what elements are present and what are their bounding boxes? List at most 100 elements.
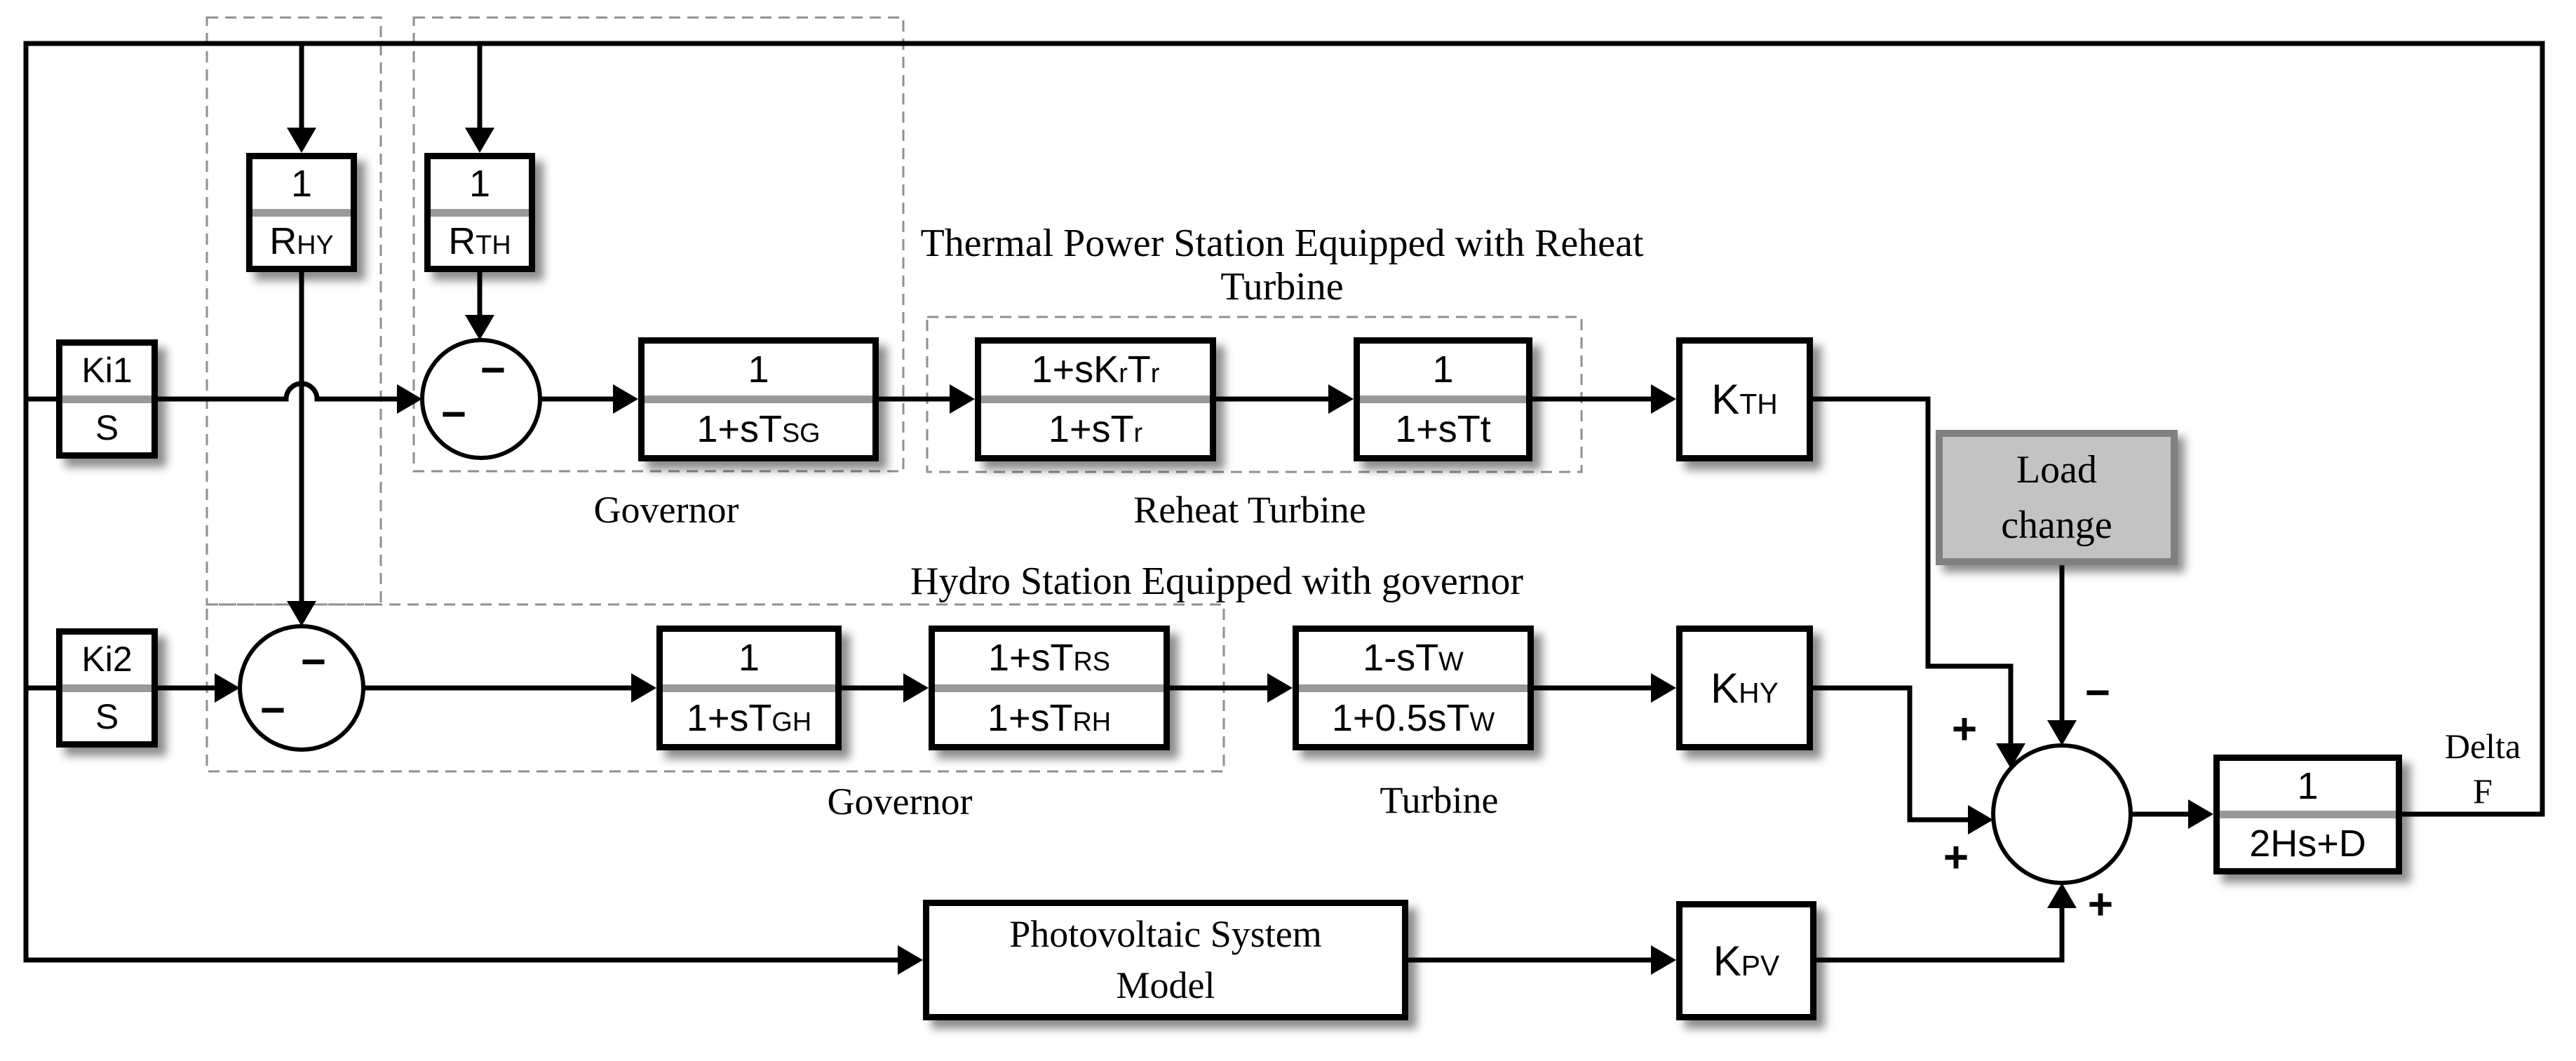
numerator: Ki2 bbox=[81, 640, 133, 680]
block-ki2-integrator: Ki2 S bbox=[56, 628, 158, 748]
arrowhead bbox=[1651, 945, 1676, 975]
denominator: S bbox=[95, 696, 119, 736]
block-hydro-governor-2: 1+sTRS 1+sTRH bbox=[929, 626, 1170, 750]
gain-label: KPV bbox=[1713, 937, 1780, 985]
block-power-system-inertia: 1 2Hs+D bbox=[2213, 755, 2402, 874]
thermal-governor-caption: Governor bbox=[593, 489, 739, 531]
hydro-section-title: Hydro Station Equipped with governor bbox=[910, 560, 1524, 603]
wire-kth-to-main-sum bbox=[1813, 396, 2014, 745]
block-hydro-droop: 1 RHY bbox=[246, 153, 357, 272]
numerator: 1 bbox=[738, 637, 760, 680]
dashed-box-hydro-droop bbox=[205, 16, 382, 606]
block-khy-gain: KHY bbox=[1676, 626, 1813, 750]
numerator: 1 bbox=[290, 163, 313, 205]
delta-f-output-label: Delta F bbox=[2445, 724, 2521, 813]
denominator: S bbox=[95, 407, 119, 447]
arrowhead bbox=[287, 601, 316, 626]
wire-ki1-to-thermal-sum bbox=[158, 381, 407, 402]
denominator: 1+sTRH bbox=[987, 696, 1112, 739]
thermal-title-line1: Thermal Power Station Equipped with Rehe… bbox=[920, 222, 1644, 265]
block-reheat-turbine-1: 1+sKrTr 1+sTr bbox=[975, 337, 1216, 461]
feedback-loop-wire bbox=[23, 41, 2545, 963]
numerator: 1+sKrTr bbox=[1031, 349, 1160, 391]
block-thermal-governor: 1 1+sTSG bbox=[638, 337, 879, 461]
block-kth-gain: KTH bbox=[1676, 337, 1813, 461]
arrowhead bbox=[903, 673, 929, 703]
main-sum-junction bbox=[1991, 743, 2133, 885]
denominator: RHY bbox=[269, 219, 334, 262]
gain-label: KTH bbox=[1711, 376, 1778, 423]
fraction-bar bbox=[663, 684, 835, 692]
block-reheat-turbine-2: 1 1+sTt bbox=[1354, 337, 1532, 461]
hydro-sum-top-sign: − bbox=[300, 637, 327, 687]
thermal-sum-top-sign: − bbox=[480, 346, 506, 395]
arrowhead bbox=[1996, 743, 2025, 769]
arrowhead bbox=[898, 945, 923, 975]
fraction-bar bbox=[62, 684, 151, 692]
fraction-bar bbox=[62, 395, 151, 403]
numerator: 1 bbox=[748, 349, 769, 391]
fraction-bar bbox=[981, 396, 1210, 403]
arrowhead bbox=[1267, 673, 1293, 703]
arrowhead bbox=[1651, 384, 1676, 414]
fraction-bar bbox=[252, 208, 351, 217]
pv-label-line1: Photovoltaic System bbox=[1009, 913, 1322, 956]
block-thermal-droop: 1 RTH bbox=[424, 153, 535, 272]
delta-label-line2: F bbox=[2473, 771, 2493, 811]
arrowhead bbox=[631, 673, 656, 703]
main-sum-pv-sign: + bbox=[2087, 880, 2114, 929]
arrowhead bbox=[613, 384, 638, 414]
main-sum-load-sign: − bbox=[2084, 668, 2111, 717]
thermal-sum-left-sign: − bbox=[440, 390, 467, 439]
denominator: 2Hs+D bbox=[2249, 822, 2366, 865]
denominator: 1+sTt bbox=[1395, 408, 1491, 450]
dashed-box-reheat-turbine bbox=[926, 316, 1583, 473]
numerator: 1+sTRS bbox=[987, 637, 1111, 680]
reheat-turbine-caption: Reheat Turbine bbox=[1133, 489, 1366, 531]
arrowhead bbox=[215, 673, 240, 703]
load-change-box: Load change bbox=[1936, 430, 2178, 565]
fraction-bar bbox=[1299, 684, 1528, 692]
arrowhead bbox=[2047, 883, 2077, 908]
denominator: 1+0.5sTW bbox=[1331, 696, 1495, 739]
arrowhead bbox=[1328, 384, 1354, 414]
load-label-line2: change bbox=[2001, 504, 2112, 547]
delta-label-line1: Delta bbox=[2444, 727, 2521, 766]
arrowhead bbox=[1651, 673, 1676, 703]
wire-kpv-to-main-sum bbox=[1816, 898, 2065, 963]
denominator: 1+sTr bbox=[1048, 408, 1143, 450]
block-hydro-turbine: 1-sTW 1+0.5sTW bbox=[1293, 626, 1534, 750]
numerator: 1 bbox=[1432, 349, 1454, 391]
arrowhead bbox=[2047, 720, 2077, 745]
numerator: 1-sTW bbox=[1363, 637, 1464, 680]
dashed-box-thermal-governor bbox=[412, 16, 905, 473]
arrowhead bbox=[950, 384, 975, 414]
block-photovoltaic-model: Photovoltaic System Model bbox=[923, 900, 1408, 1020]
main-sum-hydro-sign: + bbox=[1943, 833, 1969, 882]
fraction-bar bbox=[1360, 396, 1526, 403]
block-kpv-gain: KPV bbox=[1676, 901, 1816, 1020]
main-sum-thermal-sign: + bbox=[1951, 705, 1978, 754]
numerator: Ki1 bbox=[81, 351, 133, 391]
denominator: 1+sTGH bbox=[686, 696, 812, 739]
pv-label-line2: Model bbox=[1116, 964, 1215, 1006]
numerator: 1 bbox=[2297, 764, 2319, 807]
load-label-line1: Load bbox=[2016, 448, 2098, 492]
hydro-turbine-caption: Turbine bbox=[1380, 779, 1499, 821]
arrowhead bbox=[397, 384, 422, 414]
numerator: 1 bbox=[468, 163, 491, 205]
fraction-bar bbox=[431, 208, 529, 217]
wire-khy-to-main-sum bbox=[1813, 685, 1978, 823]
hydro-governor-caption: Governor bbox=[827, 780, 973, 823]
arrowhead bbox=[1968, 805, 1993, 834]
arrowhead bbox=[465, 315, 494, 340]
denominator: 1+sTSG bbox=[696, 408, 821, 450]
fraction-bar bbox=[935, 684, 1164, 692]
block-hydro-governor-1: 1 1+sTGH bbox=[656, 626, 842, 750]
denominator: RTH bbox=[448, 219, 511, 262]
thermal-section-title: Thermal Power Station Equipped with Rehe… bbox=[920, 222, 1643, 309]
hydro-sum-left-sign: − bbox=[259, 686, 286, 735]
arrowhead bbox=[2188, 799, 2213, 829]
